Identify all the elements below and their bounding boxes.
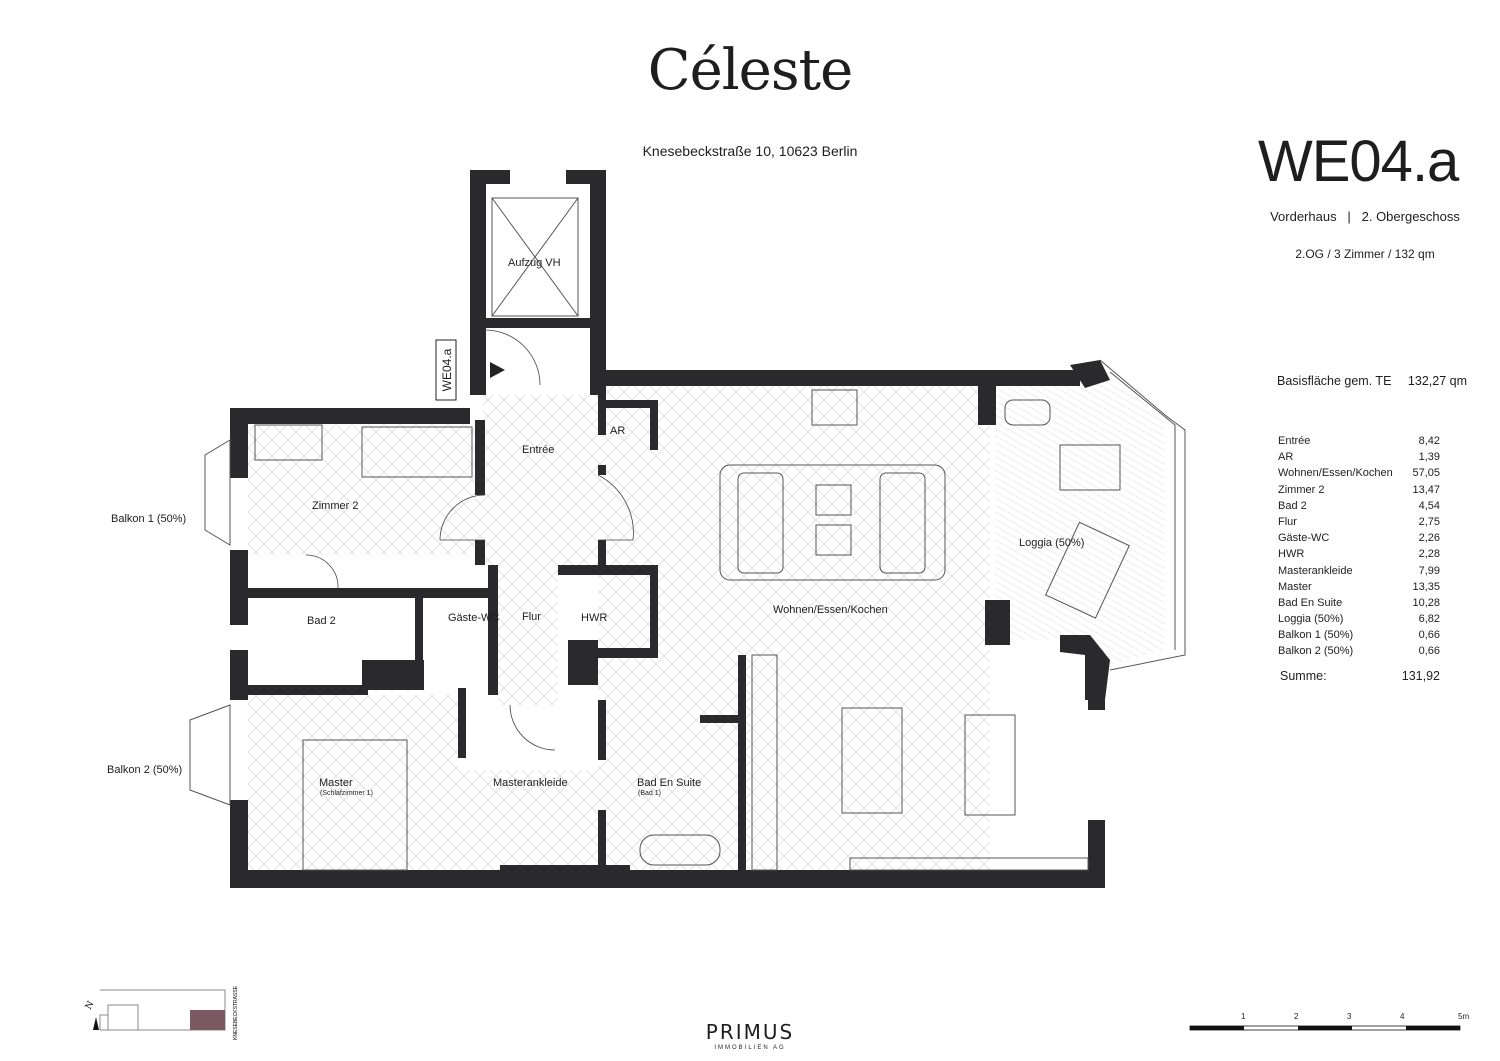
area-room: Masterankleide	[1278, 564, 1353, 577]
area-row: Wohnen/Essen/Kochen 57,05	[1278, 467, 1440, 483]
unit-tag-box	[435, 339, 457, 401]
area-value: 6,82	[1418, 613, 1440, 626]
room-hwr: HWR	[581, 612, 608, 624]
area-row: Bad 2 4,54	[1278, 500, 1440, 516]
room-gaeste-wc: Gäste-WC	[448, 612, 500, 624]
room-aufzug: Aufzug VH	[508, 257, 561, 269]
room-ar: AR	[610, 425, 626, 437]
brand-logo: Céleste	[647, 38, 853, 103]
area-room: Wohnen/Essen/Kochen	[1278, 467, 1393, 480]
scale-tick: 3	[1347, 1012, 1352, 1021]
basis-area: Basisfläche gem. TE 132,27 qm	[1277, 374, 1467, 388]
room-bad-en-suite: Bad En Suite	[637, 777, 702, 789]
area-row: Loggia (50%) 6,82	[1278, 613, 1440, 629]
room-master: Master	[319, 777, 353, 789]
area-row: Bad En Suite 10,28	[1278, 597, 1440, 613]
room-balkon2: Balkon 2 (50%)	[107, 764, 183, 776]
room-zimmer2: Zimmer 2	[312, 500, 359, 512]
area-row: AR 1,39	[1278, 451, 1440, 467]
area-value: 8,42	[1418, 435, 1440, 447]
street-label: KNESEBECKSTRASSE	[233, 985, 239, 1040]
room-master-sub: (Schlafzimmer 1)	[320, 790, 373, 797]
area-value: 13,35	[1412, 580, 1440, 593]
north-label: N	[84, 1000, 97, 1012]
area-room: HWR	[1278, 548, 1305, 561]
area-value: 0,66	[1418, 645, 1440, 658]
room-loggia: Loggia (50%)	[1019, 537, 1085, 549]
room-flur: Flur	[522, 611, 541, 623]
address: Knesebeckstraße 10, 10623 Berlin	[642, 143, 858, 159]
area-room: Gäste-WC	[1278, 532, 1330, 545]
scale-tick: 5m	[1458, 1012, 1470, 1021]
area-value: 13,47	[1412, 483, 1440, 496]
key-plan: N KNESEBECKSTRASSE	[84, 985, 239, 1040]
room-bad2: Bad 2	[307, 615, 336, 627]
basis-label: Basisfläche gem. TE	[1277, 374, 1392, 388]
unit-title: WE04.a	[1258, 129, 1459, 194]
room-bad-en-suite-sub: (Bad 1)	[638, 790, 661, 797]
company-sub: IMMOBILIEN AG	[714, 1045, 786, 1051]
area-room: Balkon 1 (50%)	[1278, 629, 1354, 642]
north-arrow-icon	[93, 1017, 99, 1030]
basis-value: 132,27 qm	[1407, 374, 1467, 388]
area-row: Gäste-WC 2,26	[1278, 532, 1440, 548]
area-sum: Summe: 131,92	[1280, 669, 1440, 683]
area-value: 4,54	[1418, 499, 1440, 512]
unit-location: Vorderhaus | 2. Obergeschoss	[1270, 209, 1460, 224]
area-value: 1,39	[1418, 451, 1440, 464]
area-value: 10,28	[1412, 596, 1440, 609]
scale-tick: 4	[1400, 1012, 1405, 1021]
area-row: Zimmer 2 13,47	[1278, 484, 1440, 500]
scale-tick: 2	[1294, 1012, 1299, 1021]
area-row: Entrée 8,42	[1278, 435, 1440, 451]
unit-highlight	[190, 1010, 225, 1030]
area-value: 2,28	[1418, 548, 1440, 561]
area-value: 57,05	[1412, 467, 1440, 480]
company-logo: PRIMUS	[705, 1020, 795, 1044]
area-room: Entrée	[1278, 435, 1311, 447]
area-value: 2,75	[1418, 515, 1440, 528]
unit-summary: 2.OG / 3 Zimmer / 132 qm	[1295, 247, 1435, 261]
scale-tick: 1	[1241, 1012, 1246, 1021]
sum-label: Summe:	[1280, 669, 1327, 683]
area-row: Master 13,35	[1278, 581, 1440, 597]
sum-value: 131,92	[1401, 669, 1440, 683]
area-value: 2,26	[1418, 532, 1440, 545]
room-balkon1: Balkon 1 (50%)	[111, 513, 187, 525]
area-room: Flur	[1278, 515, 1297, 528]
area-room: Bad 2	[1278, 499, 1307, 512]
area-row: Flur 2,75	[1278, 516, 1440, 532]
area-room: Balkon 2 (50%)	[1278, 645, 1354, 658]
room-wohnen: Wohnen/Essen/Kochen	[773, 604, 888, 616]
area-room: Zimmer 2	[1278, 483, 1325, 496]
area-row: Balkon 1 (50%) 0,66	[1278, 629, 1440, 645]
area-value: 0,66	[1418, 629, 1440, 642]
room-entree: Entrée	[522, 444, 555, 456]
scale-bar	[1189, 1025, 1461, 1031]
area-row: Balkon 2 (50%) 0,66	[1278, 645, 1440, 661]
area-row: HWR 2,28	[1278, 548, 1440, 564]
area-room: Loggia (50%)	[1278, 613, 1344, 626]
area-room: AR	[1278, 451, 1294, 464]
area-room: Bad En Suite	[1278, 596, 1343, 609]
room-ankleide: Masterankleide	[493, 777, 568, 789]
area-row: Masterankleide 7,99	[1278, 565, 1440, 581]
entrance-arrow-icon	[490, 362, 505, 378]
area-room: Master	[1278, 580, 1312, 593]
area-value: 7,99	[1418, 564, 1440, 577]
unit-tag: WE04.a	[440, 348, 454, 391]
